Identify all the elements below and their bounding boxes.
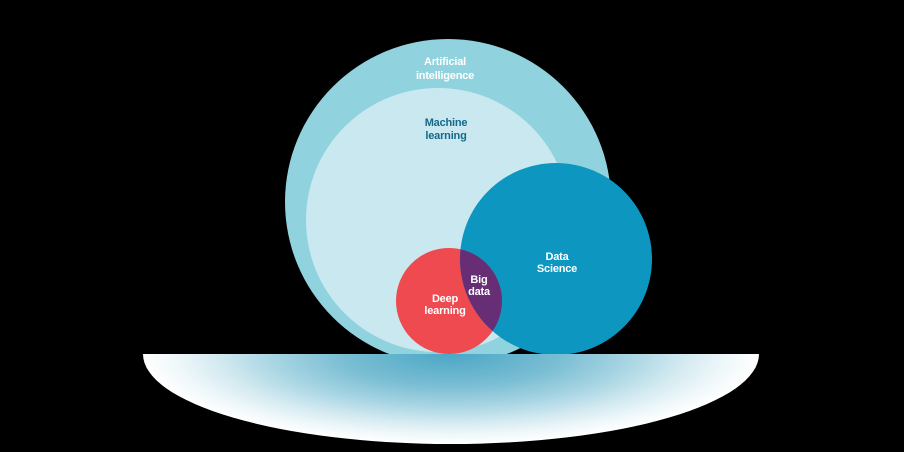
data-science-label-line2: Science xyxy=(536,263,578,275)
deep-learning-label-line2: learning xyxy=(424,305,466,317)
artificial-intelligence-label-line1: Artificial xyxy=(423,56,466,68)
machine-learning-label-line2: learning xyxy=(425,130,467,142)
big-data-label: Big data xyxy=(468,274,490,298)
big-data-label-line1: Big xyxy=(470,274,488,286)
data-science-label: Data Science xyxy=(537,251,577,275)
big-data-label-line2: data xyxy=(468,286,490,298)
machine-learning-label-line1: Machine xyxy=(424,117,468,129)
data-science-label-line1: Data xyxy=(545,251,569,263)
artificial-intelligence-label-line2: intelligence xyxy=(415,70,475,82)
deep-learning-label-line1: Deep xyxy=(431,293,459,305)
deep-learning-label: Deep learning xyxy=(424,293,465,317)
artificial-intelligence-label: Artificial intelligence xyxy=(416,55,474,83)
reflection-shadow xyxy=(143,354,759,444)
machine-learning-label: Machine learning xyxy=(425,117,468,143)
